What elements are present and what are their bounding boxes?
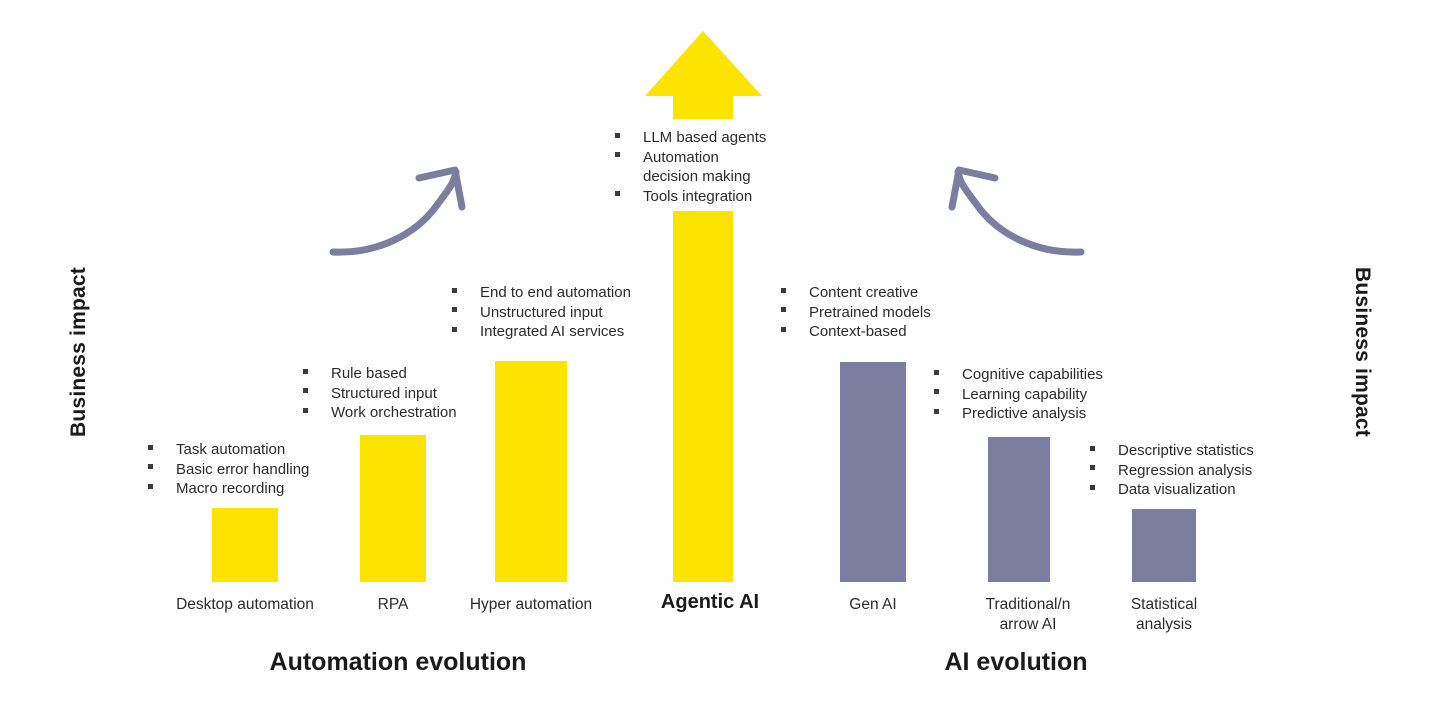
bullet-item: Learning capability bbox=[934, 385, 1144, 405]
category-label-gen-ai: Gen AI bbox=[849, 596, 897, 613]
category-label-traditional-ai: Traditional/n arrow AI bbox=[985, 596, 1071, 633]
bullet-item: LLM based agents bbox=[615, 128, 795, 148]
bullet-square-icon bbox=[934, 385, 962, 405]
bullet-square-icon bbox=[303, 384, 331, 404]
bar-gen-ai[interactable] bbox=[840, 362, 906, 582]
bullet-item: Integrated AI services bbox=[452, 322, 682, 342]
bullet-item: Data visualization bbox=[1090, 480, 1305, 500]
category-label-hyper-automation: Hyper automation bbox=[469, 596, 593, 613]
bullet-item: Rule based bbox=[303, 364, 518, 384]
bar-hyper-automation[interactable] bbox=[495, 361, 567, 582]
bullet-square-icon bbox=[148, 460, 176, 480]
bullet-square-icon bbox=[615, 148, 643, 168]
bullet-square-icon bbox=[148, 479, 176, 499]
category-label-rpa: RPA bbox=[377, 596, 409, 613]
category-label-agentic-ai: Agentic AI bbox=[660, 591, 760, 613]
bullet-item: End to end automation bbox=[452, 283, 682, 303]
bullet-square-icon bbox=[1090, 441, 1118, 461]
bullet-square-icon bbox=[615, 128, 643, 148]
bar-agentic-ai[interactable] bbox=[673, 211, 733, 582]
bullet-square-icon bbox=[1090, 461, 1118, 481]
curved-arrow-up-right-icon bbox=[329, 166, 466, 256]
bullet-item: Content creative bbox=[781, 283, 971, 303]
bullet-item: Automation decision making bbox=[615, 148, 795, 187]
bullet-item: Cognitive capabilities bbox=[934, 365, 1144, 385]
category-label-statistical-analysis: Statistical analysis bbox=[1130, 596, 1198, 633]
curved-arrow-up-left-icon bbox=[948, 166, 1085, 256]
bullet-item: Task automation bbox=[148, 440, 358, 460]
bullet-square-icon bbox=[148, 440, 176, 460]
bullets-agentic-ai: LLM based agents Automation decision mak… bbox=[615, 128, 795, 206]
bullets-gen-ai: Content creative Pretrained models Conte… bbox=[781, 283, 971, 342]
bullet-item: Predictive analysis bbox=[934, 404, 1144, 424]
bullet-square-icon bbox=[452, 322, 480, 342]
bullet-item: Work orchestration bbox=[303, 403, 518, 423]
bullets-hyper-automation: End to end automation Unstructured input… bbox=[452, 283, 682, 342]
bullets-traditional-ai: Cognitive capabilities Learning capabili… bbox=[934, 365, 1144, 424]
bar-traditional-ai[interactable] bbox=[988, 437, 1050, 582]
group-title-automation-evolution: Automation evolution bbox=[269, 648, 527, 676]
bullet-item: Unstructured input bbox=[452, 303, 682, 323]
bullet-square-icon bbox=[781, 283, 809, 303]
bullet-item: Context-based bbox=[781, 322, 971, 342]
bullets-rpa: Rule based Structured input Work orchest… bbox=[303, 364, 518, 423]
bar-rpa[interactable] bbox=[360, 435, 426, 582]
bullet-item: Regression analysis bbox=[1090, 461, 1305, 481]
bar-desktop-automation[interactable] bbox=[212, 508, 278, 582]
bullet-item: Basic error handling bbox=[148, 460, 358, 480]
bullets-desktop-automation: Task automation Basic error handling Mac… bbox=[148, 440, 358, 499]
bullet-item: Tools integration bbox=[615, 187, 795, 207]
bullet-square-icon bbox=[781, 322, 809, 342]
bullet-item: Pretrained models bbox=[781, 303, 971, 323]
bullet-square-icon bbox=[934, 404, 962, 424]
bullet-square-icon bbox=[303, 364, 331, 384]
bullet-item: Structured input bbox=[303, 384, 518, 404]
axis-label-business-impact-left: Business impact bbox=[67, 267, 90, 437]
bullets-statistical-analysis: Descriptive statistics Regression analys… bbox=[1090, 441, 1305, 500]
bar-statistical-analysis[interactable] bbox=[1132, 509, 1196, 582]
bullet-square-icon bbox=[303, 403, 331, 423]
bullet-square-icon bbox=[781, 303, 809, 323]
bullet-item: Macro recording bbox=[148, 479, 358, 499]
bullet-square-icon bbox=[1090, 480, 1118, 500]
axis-label-business-impact-right: Business impact bbox=[1351, 267, 1374, 437]
bullet-item: Descriptive statistics bbox=[1090, 441, 1305, 461]
up-arrow-icon bbox=[645, 31, 762, 119]
group-title-ai-evolution: AI evolution bbox=[944, 648, 1088, 676]
category-label-desktop-automation: Desktop automation bbox=[176, 596, 314, 613]
bullet-square-icon bbox=[615, 187, 643, 207]
bullet-square-icon bbox=[452, 283, 480, 303]
bullet-square-icon bbox=[452, 303, 480, 323]
bullet-square-icon bbox=[934, 365, 962, 385]
